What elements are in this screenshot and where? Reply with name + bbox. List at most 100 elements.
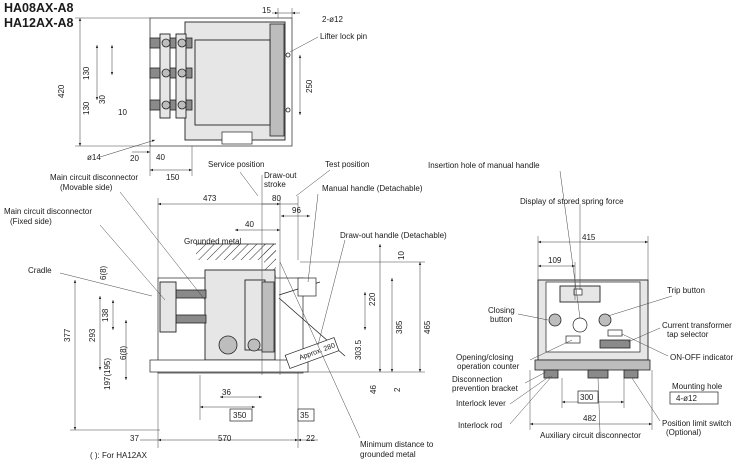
mcd-fixed-line1: Main circuit disconnector (4, 207, 92, 216)
ct-selector-line1: Current transformer (662, 321, 732, 330)
drawout-handle (284, 337, 340, 369)
dim-303-5: 303.5 (354, 339, 363, 360)
dim-10-top: 10 (118, 108, 127, 117)
dim-130-inner: 130 (82, 101, 91, 115)
dim-20: 20 (130, 154, 139, 163)
dim-35: 35 (300, 411, 309, 420)
dim-36: 36 (222, 388, 231, 397)
counter-line1: Opening/closing (456, 353, 513, 362)
aux-disconnector-label: Auxiliary circuit disconnector (540, 431, 641, 440)
dim-482: 482 (583, 414, 597, 423)
counter-line2: operation counter (457, 362, 520, 371)
dim-40-top: 40 (156, 153, 165, 162)
counter-window (565, 335, 581, 344)
dim-420: 420 (57, 84, 66, 98)
spring-display-label: Display of stored spring force (520, 197, 624, 206)
drawout-stroke-line2: stroke (264, 180, 286, 189)
top-view (75, 8, 319, 176)
closing-button-line2: button (490, 315, 512, 324)
ct-selector-line2: tap selector (667, 330, 709, 339)
mounting-hole-label: Mounting hole (672, 382, 723, 391)
pin-diameter-label: 2-ø12 (322, 15, 343, 24)
mcd-movable-line2: (Movable side) (60, 183, 113, 192)
interlock-rod-label: Interlock rod (458, 421, 502, 430)
lifter-pin-upper (285, 52, 291, 58)
disconnector-upper (175, 289, 207, 299)
front-view (509, 170, 673, 433)
aux-disconnector (587, 369, 609, 379)
insertion-hole (572, 317, 588, 333)
dim-15: 15 (262, 6, 271, 15)
cradle-label: Cradle (28, 266, 52, 275)
lifter-lock-pin-label: Lifter lock pin (320, 32, 367, 41)
dim-293: 293 (88, 328, 97, 342)
dim-250: 250 (305, 79, 314, 93)
dim-570: 570 (218, 434, 232, 443)
drawout-stroke-line1: Draw-out (264, 171, 297, 180)
mcd-movable-line1: Main circuit disconnector (50, 173, 138, 182)
dim-130-outer: 130 (82, 66, 91, 80)
front-base (534, 359, 651, 371)
dim-197: 197(195) (103, 358, 112, 390)
grounded-metal-label: Grounded metal (184, 237, 242, 246)
interlock-lever (543, 369, 559, 379)
min-distance-line2: grounded metal (360, 450, 416, 459)
dim-35-box (297, 408, 315, 422)
handle-slot-top (221, 131, 253, 145)
bracket-line2: prevention bracket (452, 384, 519, 393)
dim-138: 138 (101, 308, 110, 322)
min-distance-line1: Minimum distance to (360, 440, 434, 449)
dim-300-box (577, 390, 599, 404)
front-cover-side (261, 281, 275, 353)
grounded-metal-hatch (196, 244, 276, 260)
mechanism-top (194, 39, 271, 126)
drawout-handle-label: Draw-out handle (Detachable) (340, 231, 447, 240)
mounting-spec-box (669, 391, 719, 405)
cradle-base (149, 359, 309, 373)
insertion-hole-label: Insertion hole of manual handle (428, 161, 540, 170)
dim-22: 22 (306, 434, 315, 443)
dim-96: 96 (292, 206, 301, 215)
model-title-ha08: HA08AX-A8 (4, 1, 74, 15)
dim-30: 30 (98, 95, 107, 104)
dim-350: 350 (233, 411, 247, 420)
dim-10-side: 10 (397, 251, 406, 260)
bracket-line1: Disconnection (452, 375, 502, 384)
test-position-label: Test position (325, 160, 369, 169)
model-title-ha12: HA12AX-A8 (4, 16, 74, 30)
service-position-label: Service position (208, 160, 264, 169)
mcd-fixed-line2: (Fixed side) (10, 217, 52, 226)
trip-button-label: Trip button (667, 286, 705, 295)
manual-handle-label: Manual handle (Detachable) (322, 184, 423, 193)
ct-selector (599, 339, 631, 349)
dim-6-lower: 6(8) (119, 345, 128, 360)
position-switch-line1: Position limit switch (662, 419, 731, 428)
cradle-back (159, 281, 177, 333)
onoff-indicator-label: ON-OFF indicator (670, 353, 733, 362)
dim-415: 415 (582, 233, 596, 242)
dim-2: 2 (393, 387, 402, 392)
front-panel-top (269, 23, 285, 137)
dim-377: 377 (63, 328, 72, 342)
manual-handle (297, 277, 317, 297)
onoff-window (607, 329, 623, 337)
dim-46: 46 (369, 385, 378, 394)
dim-6-upper: 6(8) (99, 265, 108, 280)
dim-220: 220 (368, 292, 377, 306)
dim-385: 385 (395, 320, 404, 334)
dim-150: 150 (166, 173, 180, 182)
dim-40-side: 40 (245, 220, 254, 229)
wheel-front (218, 335, 238, 355)
dim-109: 109 (548, 256, 562, 265)
closing-button-line1: Closing (488, 306, 515, 315)
lifter-pin-lower (285, 107, 291, 113)
ha12-note: ( ): For HA12AX (90, 451, 148, 460)
mounting-spec: 4-ø12 (676, 394, 697, 403)
dim-350-box (229, 408, 253, 422)
disconnector-lower (175, 314, 207, 324)
dim-37: 37 (130, 434, 139, 443)
position-switch-line2: (Optional) (666, 428, 701, 437)
top-terminals (149, 33, 193, 119)
trip-button (598, 313, 612, 327)
